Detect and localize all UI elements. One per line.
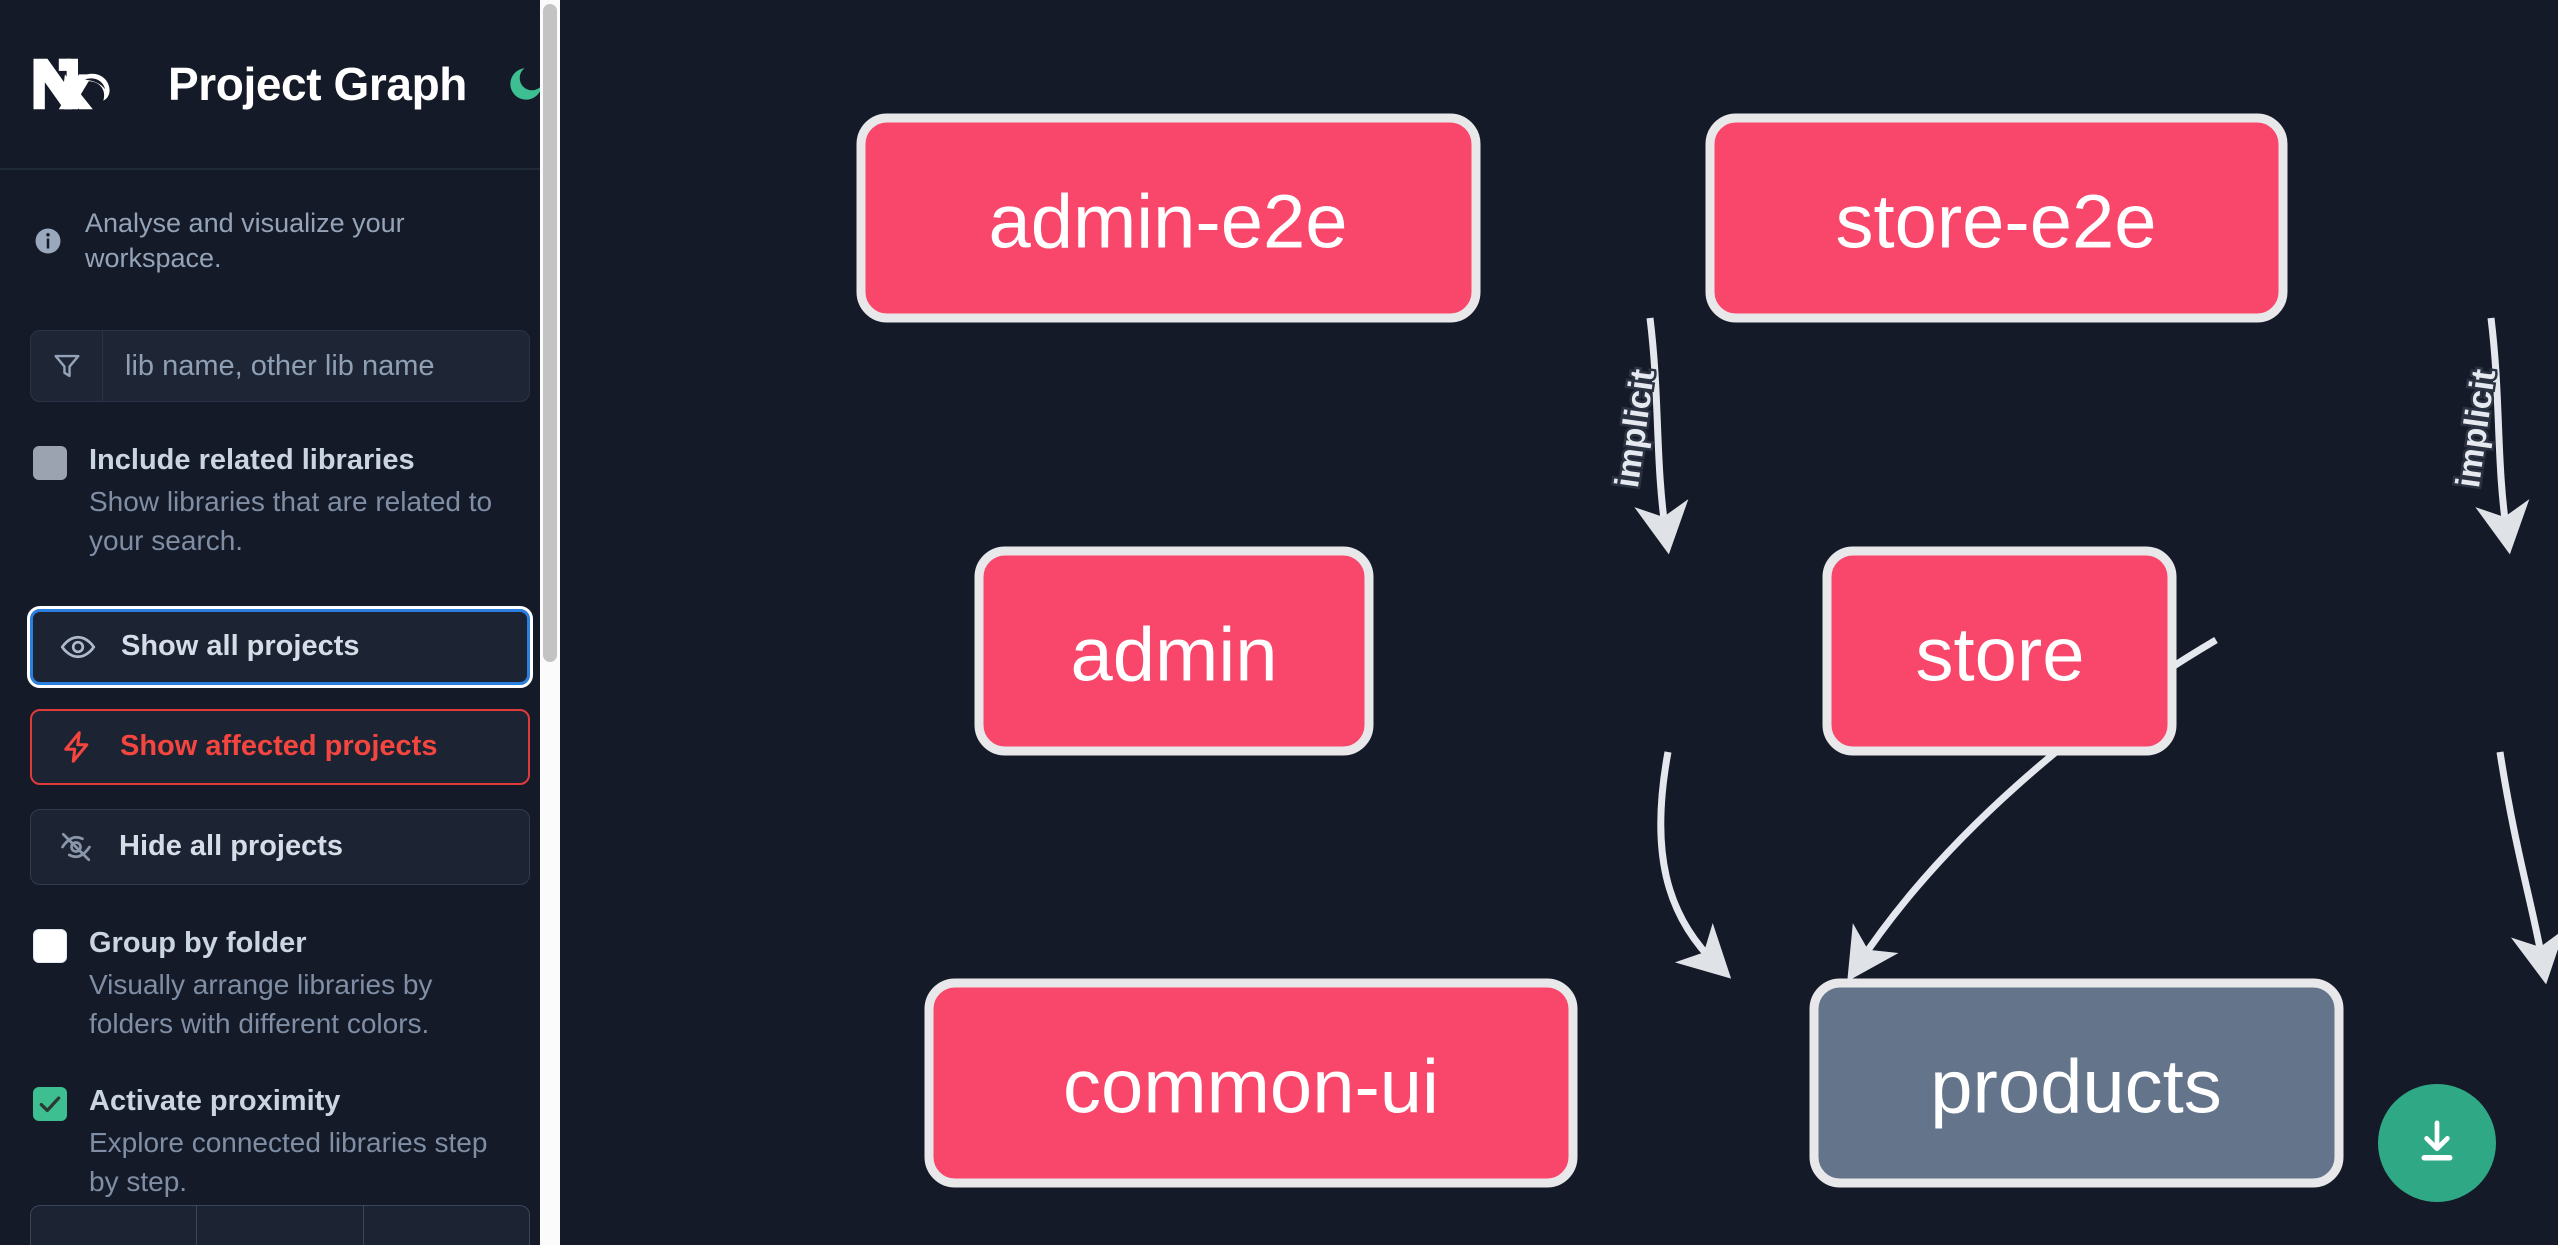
sidebar-body: Analyse and visualize your workspace. In… <box>0 170 560 1202</box>
option-description: Explore connected libraries step by step… <box>89 1127 488 1198</box>
show-affected-projects-button[interactable]: Show affected projects <box>30 708 530 785</box>
project-graph-svg: implicit implicit admin-e2e store-e2e ad… <box>856 113 2558 1188</box>
edge-label-implicit-admin: implicit <box>1608 367 1662 490</box>
node-label: products <box>1930 1045 2222 1130</box>
graph-node-products[interactable]: products <box>1809 978 2344 1188</box>
eye-icon <box>59 628 97 666</box>
segmented-control[interactable] <box>30 1205 530 1245</box>
download-graph-button[interactable] <box>2378 1084 2496 1202</box>
project-visibility-buttons: Show all projects Show affected projects <box>27 605 533 885</box>
option-label: Activate proximity <box>89 1085 341 1118</box>
option-label: Include related libraries <box>89 444 415 477</box>
graph-nodes: admin-e2e store-e2e admin store common-u <box>856 113 2344 1188</box>
node-label: store <box>1916 613 2085 698</box>
nx-logo <box>30 53 126 115</box>
graph-node-admin-e2e[interactable]: admin-e2e <box>856 113 1481 323</box>
graph-edges <box>1634 317 2558 985</box>
button-label: Show affected projects <box>120 730 438 763</box>
include-related-libraries-checkbox[interactable] <box>33 446 67 481</box>
info-icon <box>33 226 63 256</box>
hide-all-projects-button[interactable]: Hide all projects <box>30 808 530 885</box>
button-label: Show all projects <box>121 630 360 663</box>
check-icon <box>39 1096 61 1113</box>
graph-node-admin[interactable]: admin <box>974 546 1374 756</box>
info-text: Analyse and visualize your workspace. <box>85 208 405 274</box>
node-label: common-ui <box>1063 1045 1439 1130</box>
sidebar-scrollbar-thumb[interactable] <box>543 4 557 662</box>
node-label: store-e2e <box>1835 180 2156 265</box>
search-input[interactable] <box>103 331 529 402</box>
group-by-folder-checkbox[interactable] <box>33 928 67 963</box>
option-description: Visually arrange libraries by folders wi… <box>89 968 433 1039</box>
graph-edge-labels: implicit implicit <box>1606 364 2506 492</box>
node-label: admin-e2e <box>988 180 1347 265</box>
segment-1[interactable] <box>31 1206 198 1245</box>
option-group-by-folder[interactable]: Group by folder Visually arrange librari… <box>30 925 530 1044</box>
download-icon <box>2410 1115 2464 1172</box>
edge-store-to-products <box>2496 751 2558 985</box>
show-all-projects-button[interactable]: Show all projects <box>27 605 533 688</box>
edge-admin-e2e-to-admin <box>1634 317 1689 555</box>
eye-off-icon <box>57 828 95 866</box>
option-label: Group by folder <box>89 926 307 959</box>
segment-2[interactable] <box>197 1206 364 1245</box>
filter-icon <box>31 331 103 402</box>
node-label: admin <box>1071 613 1278 698</box>
graph-node-store[interactable]: store <box>1822 546 2177 756</box>
graph-canvas[interactable]: implicit implicit admin-e2e store-e2e ad… <box>560 0 2558 1245</box>
graph-node-store-e2e[interactable]: store-e2e <box>1705 113 2288 323</box>
graph-node-common-ui[interactable]: common-ui <box>924 978 1578 1188</box>
lightning-bolt-icon <box>58 728 96 766</box>
edge-label-implicit-store: implicit <box>2449 367 2503 490</box>
info-banner: Analyse and visualize your workspace. <box>30 170 530 276</box>
option-activate-proximity[interactable]: Activate proximity Explore connected lib… <box>30 1083 530 1202</box>
option-description: Show libraries that are related to your … <box>89 486 493 557</box>
activate-proximity-checkbox[interactable] <box>33 1087 67 1122</box>
sidebar-scrollbar[interactable] <box>540 0 560 1245</box>
option-include-related-libraries[interactable]: Include related libraries Show libraries… <box>30 442 530 561</box>
edge-admin-to-common-ui <box>1657 751 1732 979</box>
button-label: Hide all projects <box>119 830 344 863</box>
segment-3[interactable] <box>364 1206 529 1245</box>
edge-store-e2e-to-store <box>2475 317 2530 555</box>
sidebar: Project Graph Analyse and visualize your… <box>0 0 560 1245</box>
search-field[interactable] <box>30 330 530 403</box>
sidebar-header: Project Graph <box>0 0 560 170</box>
page-title: Project Graph <box>168 58 467 110</box>
moon-icon[interactable] <box>503 61 549 107</box>
